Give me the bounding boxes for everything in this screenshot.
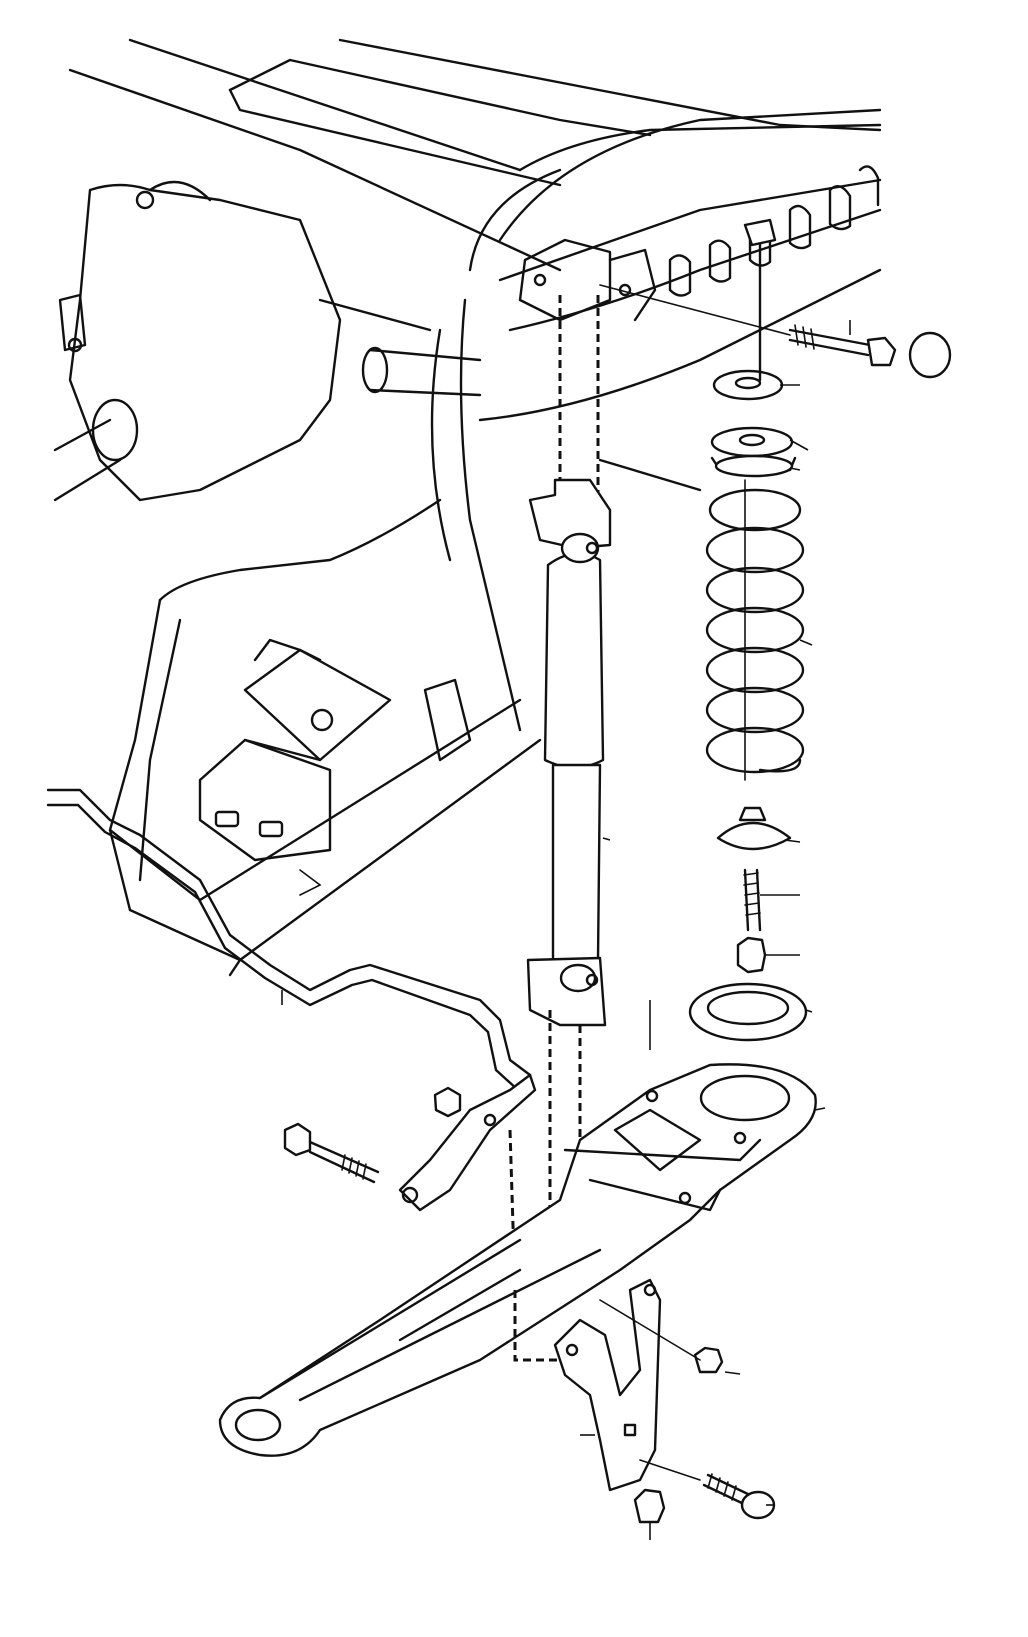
- shock-absorber: [526, 295, 612, 1290]
- trailing-arm: [218, 1063, 817, 1457]
- lower-fasteners: [283, 1086, 776, 1524]
- bump-stop: [716, 806, 792, 851]
- coil-spring: [705, 479, 805, 781]
- differential-housing: [58, 180, 432, 502]
- cap: [908, 331, 952, 379]
- nut: [736, 936, 767, 974]
- spring-upper-insulator: [710, 426, 797, 478]
- lower-spring-ring: [688, 982, 808, 1042]
- stud: [743, 868, 762, 932]
- axle-shaft: [53, 346, 482, 502]
- subframe-body: [68, 38, 882, 977]
- stabilizer-bar: [46, 788, 537, 1291]
- spring-upper-seat: [712, 218, 784, 401]
- callout-leaders: [281, 320, 851, 1540]
- mounting-bracket: [513, 1278, 662, 1492]
- bolts: [599, 284, 897, 367]
